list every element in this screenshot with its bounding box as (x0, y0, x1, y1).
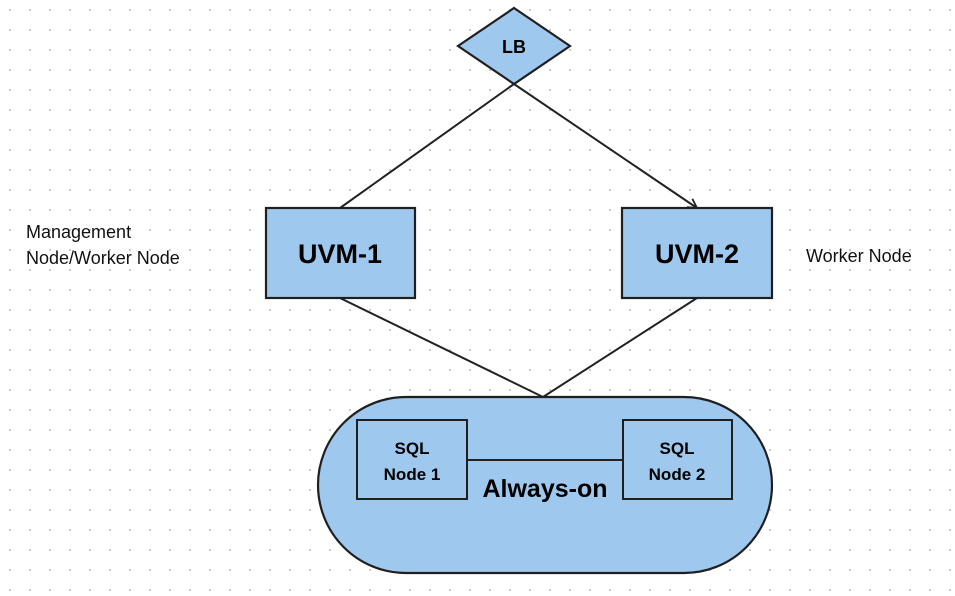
uvm1-role-line1: Management (26, 222, 132, 242)
sql-node-1-box (356, 419, 468, 500)
sql-node-2-label-line2: Node 2 (649, 465, 706, 484)
uvm1-role-note: Management Node/Worker Node (26, 219, 180, 271)
edge-uvm2-to-cluster (542, 297, 698, 398)
uvm1-box (264, 206, 417, 300)
lb-diamond-shape (456, 6, 572, 86)
sql-node-1[interactable]: SQL Node 1 (356, 419, 468, 500)
lb-label: LB (502, 37, 526, 57)
lb-node[interactable]: LB (456, 6, 572, 86)
always-on-label: Always-on (482, 475, 607, 503)
uvm2-label: UVM-2 (655, 239, 739, 269)
uvm1-node[interactable]: UVM-1 (264, 206, 417, 300)
sql-node-1-label-line2: Node 1 (384, 465, 441, 484)
uvm2-role-note: Worker Node (806, 246, 912, 266)
always-on-cluster[interactable]: SQL Node 1 SQL Node 2 Always-on (316, 395, 774, 575)
uvm1-label: UVM-1 (298, 239, 382, 269)
sql-node-2[interactable]: SQL Node 2 (622, 419, 733, 500)
edge-lb-to-uvm1 (339, 83, 515, 209)
edge-lb-to-uvm2 (513, 83, 699, 210)
edge-uvm1-to-cluster (339, 297, 544, 398)
uvm2-box (620, 206, 774, 300)
uvm1-role-line2: Node/Worker Node (26, 248, 180, 268)
sql-node-1-label-line1: SQL (395, 439, 430, 458)
uvm2-node[interactable]: UVM-2 (620, 206, 774, 300)
sql-node-2-label-line1: SQL (660, 439, 695, 458)
sql-node-2-box (622, 419, 733, 500)
